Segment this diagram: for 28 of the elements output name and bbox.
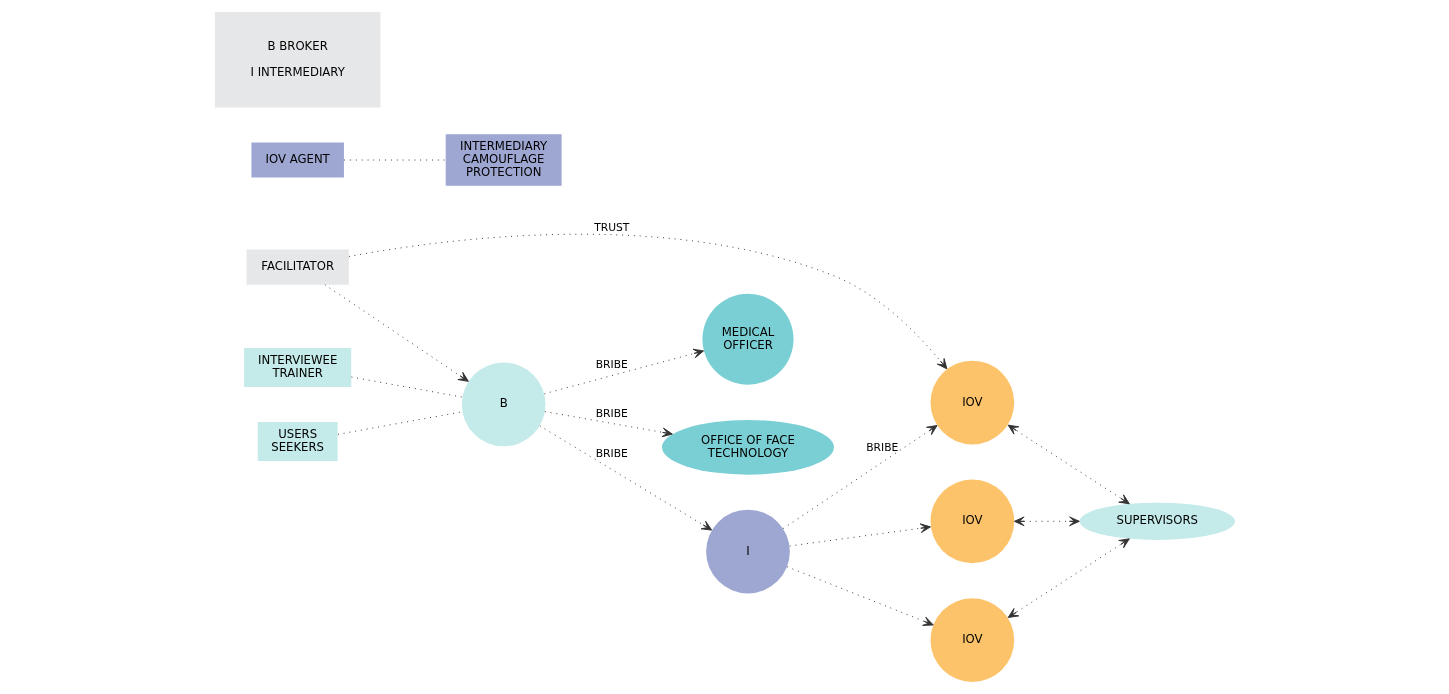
arrow <box>543 411 673 438</box>
arrow <box>1007 424 1130 505</box>
node-circle: IOV <box>930 598 1014 682</box>
arrow <box>788 523 931 547</box>
arrow <box>1007 538 1130 618</box>
edge-label: BRIBE <box>595 406 628 420</box>
node-circle: I <box>705 509 790 594</box>
node-box: USERS SEEKERS <box>257 422 338 461</box>
edge-label: TRUST <box>593 220 629 234</box>
node-circle: IOV <box>930 479 1014 564</box>
arrow <box>543 348 704 395</box>
node-ellipse: SUPERVISORS <box>1079 502 1235 540</box>
arrow <box>347 233 947 370</box>
arrow <box>538 425 712 531</box>
node-circle: MEDICAL OFFICER <box>701 293 793 385</box>
node-box: INTERMEDIARY CAMOUFLAGE PROTECTION <box>445 134 562 186</box>
node-box: IOV AGENT <box>250 142 344 178</box>
node-box: B BROKER I INTERMEDIARY <box>214 12 380 108</box>
node-box: INTERVIEWEE TRAINER <box>243 347 351 387</box>
node-circle: B <box>461 362 546 447</box>
arrow <box>323 284 469 382</box>
arrow <box>1013 516 1080 527</box>
edge-label: BRIBE <box>595 358 628 372</box>
edge-label: BRIBE <box>595 446 628 460</box>
edge-label: BRIBE <box>865 441 898 455</box>
arrow <box>786 566 934 626</box>
node-box: FACILITATOR <box>246 249 349 285</box>
arrow <box>782 425 938 530</box>
